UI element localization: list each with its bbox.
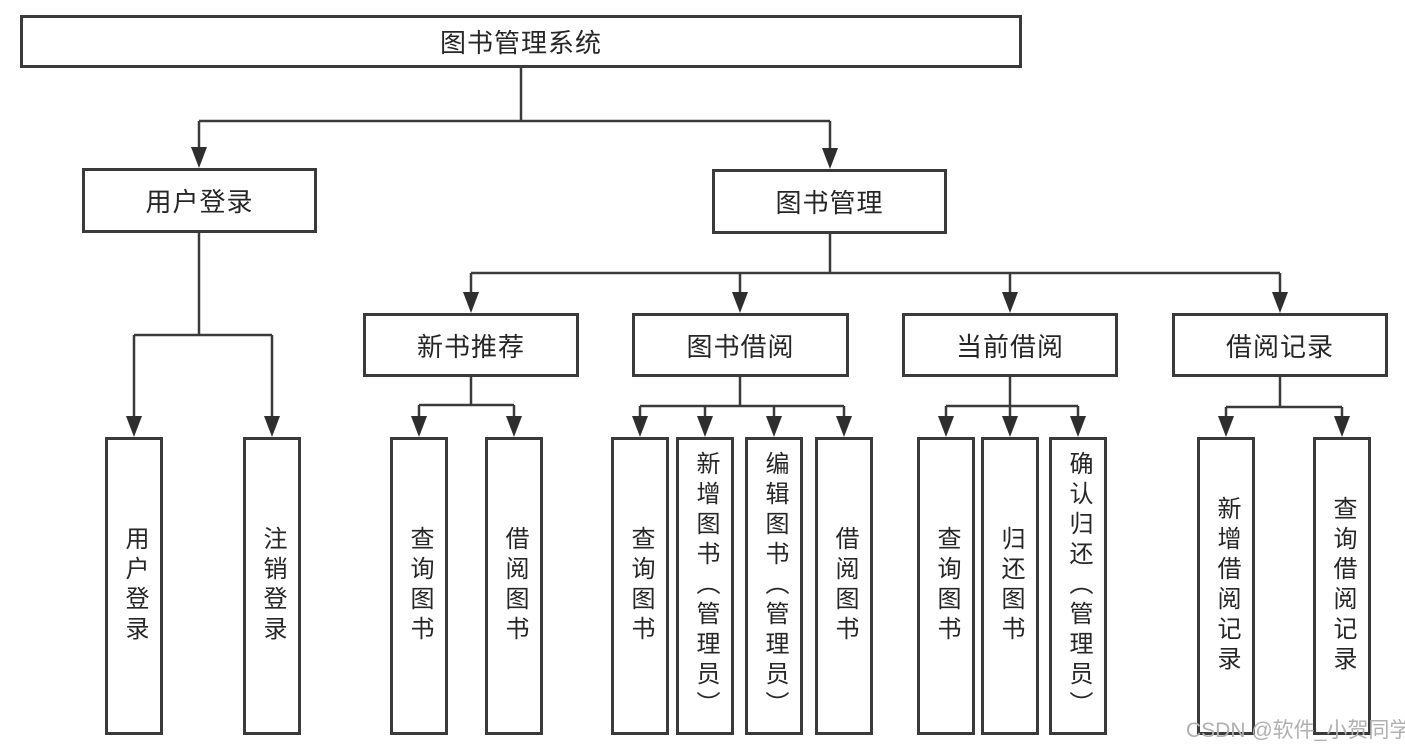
leaf-borrow-books-recommend: 借阅图书 [485,437,543,735]
leaf-user-login: 用户登录 [105,437,163,735]
node-label: 查询图书 [627,526,654,646]
node-label: 确认归还（管理员） [1065,451,1092,721]
node-user-login: 用户登录 [82,168,317,233]
node-label: 注销登录 [259,526,286,646]
leaf-add-borrow-record: 新增借阅记录 [1197,437,1255,735]
node-label: 归还图书 [997,526,1024,646]
csdn-watermark: CSDN @软件_小贺同学 [1186,719,1405,742]
node-label: 借阅记录 [1225,331,1334,362]
node-label: 图书借阅 [686,331,795,362]
node-label: 用户登录 [145,187,254,217]
node-label: 用户登录 [121,526,148,646]
leaf-query-books-current: 查询图书 [917,437,975,735]
node-label: 查询图书 [406,526,433,646]
leaf-query-books-recommend: 查询图书 [390,437,448,735]
node-library-management-system: 图书管理系统 [20,15,1022,68]
node-label: 新书推荐 [416,331,525,362]
leaf-return-book: 归还图书 [981,437,1039,735]
leaf-query-books-borrow: 查询图书 [611,437,669,735]
node-label: 新增图书（管理员） [692,451,719,721]
leaf-query-borrow-record: 查询借阅记录 [1313,437,1371,735]
node-label: 图书管理 [775,188,884,218]
node-book-management: 图书管理 [712,169,947,234]
leaf-edit-book-admin: 编辑图书（管理员） [745,437,803,735]
node-label: 图书管理系统 [439,28,602,58]
node-label: 查询借阅记录 [1329,496,1356,676]
node-label: 当前借阅 [955,331,1064,362]
leaf-confirm-return-admin: 确认归还（管理员） [1049,437,1107,735]
node-borrow-records: 借阅记录 [1172,313,1388,377]
leaf-borrow-books-borrow: 借阅图书 [815,437,873,735]
node-new-book-recommend: 新书推荐 [363,313,579,377]
node-label: 查询图书 [933,526,960,646]
node-label: 借阅图书 [501,526,528,646]
node-label: 借阅图书 [831,526,858,646]
leaf-add-book-admin: 新增图书（管理员） [676,437,734,735]
node-label: 编辑图书（管理员） [761,451,788,721]
node-current-borrow: 当前借阅 [902,313,1118,377]
node-label: 新增借阅记录 [1213,496,1240,676]
node-book-borrow: 图书借阅 [632,313,849,377]
leaf-logout: 注销登录 [243,437,301,735]
